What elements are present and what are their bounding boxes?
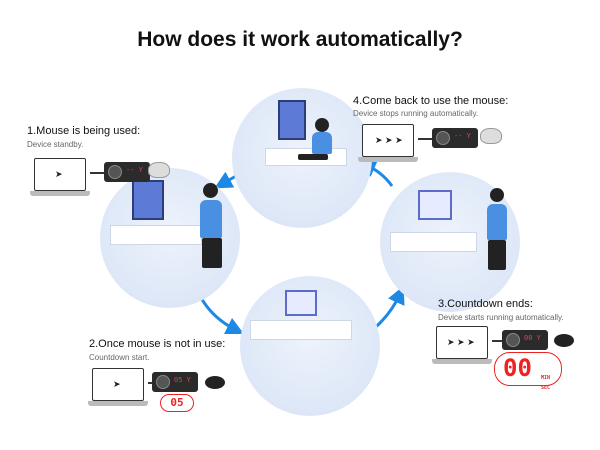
desk — [250, 320, 352, 340]
person-legs — [202, 238, 222, 268]
step-2-title: 2.Once mouse is not in use: — [89, 338, 226, 350]
hand-icon — [480, 128, 502, 144]
step-3-title: 3.Countdown ends: — [438, 298, 533, 310]
mouse-icon — [205, 376, 225, 389]
person-body — [200, 200, 222, 238]
countdown-value: 05 — [170, 396, 184, 409]
monitor — [418, 190, 452, 220]
mouse-jiggler-device: -- Y — [104, 162, 150, 182]
person-legs — [488, 240, 506, 270]
mouse-jiggler-device: 05 Y — [152, 372, 198, 392]
mouse-jiggler-device: 00 Y — [502, 330, 548, 350]
laptop: ➤ ➤ ➤ — [358, 124, 418, 164]
cable — [492, 340, 504, 342]
mouse-icon — [554, 334, 574, 347]
cursor-icon: ➤ — [113, 379, 121, 389]
min-label: MIN — [541, 375, 551, 381]
person-head — [203, 183, 218, 198]
laptop: ➤ — [30, 158, 90, 198]
cable — [90, 172, 104, 174]
person-head — [315, 118, 329, 132]
cable — [148, 382, 154, 384]
laptop: ➤ — [88, 368, 148, 408]
cursor-icon: ➤ ➤ ➤ — [447, 337, 475, 347]
cursor-icon: ➤ — [55, 169, 63, 179]
monitor — [278, 100, 306, 140]
step-4-desc: Device stops running automatically. — [353, 109, 479, 118]
countdown-badge: 05 — [160, 394, 194, 412]
person-head — [490, 188, 504, 202]
step-3-desc: Device starts running automatically. — [438, 313, 564, 322]
hand-icon — [148, 162, 170, 178]
desk — [390, 232, 477, 252]
person-legs — [298, 154, 328, 160]
cable — [418, 138, 432, 140]
step-1-title: 1.Mouse is being used: — [27, 125, 141, 137]
laptop: ➤ ➤ ➤ — [432, 326, 492, 366]
step-1-desc: Device standby. — [27, 140, 84, 149]
countdown-value: 00 — [503, 354, 532, 382]
sec-label: SEC — [541, 385, 551, 391]
mouse-jiggler-device: -- Y — [432, 128, 478, 148]
monitor — [285, 290, 317, 316]
page-title: How does it work automatically? — [137, 28, 463, 51]
step-2-desc: Countdown start. — [89, 353, 150, 362]
step-4-title: 4.Come back to use the mouse: — [353, 95, 509, 107]
desk — [110, 225, 202, 245]
person-body — [487, 204, 507, 240]
person-body — [312, 132, 332, 154]
cursor-icon: ➤ ➤ ➤ — [375, 135, 403, 145]
arrow-1-to-2 — [198, 295, 245, 335]
countdown-badge: 00 MIN SEC — [494, 352, 562, 391]
monitor — [132, 180, 164, 220]
